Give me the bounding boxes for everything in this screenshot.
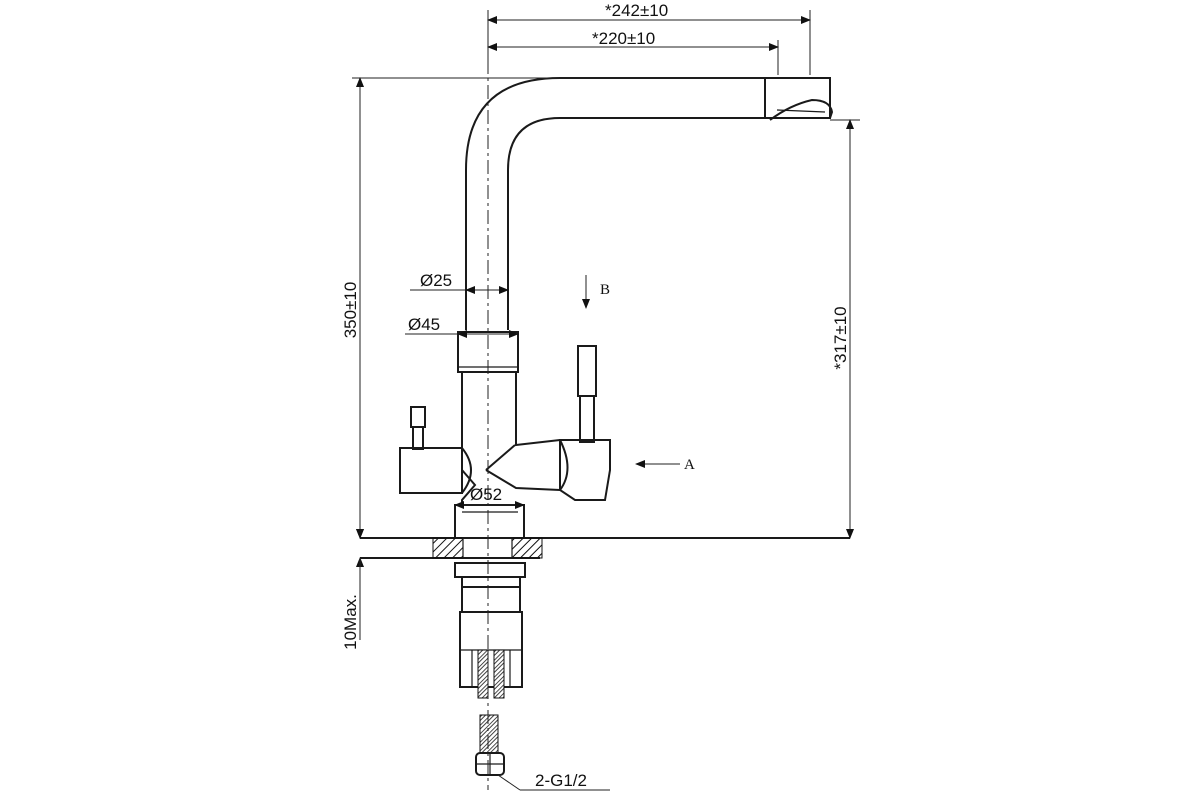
spout-height-label: *317±10 bbox=[831, 306, 850, 369]
dim-spout-height bbox=[830, 119, 860, 539]
dim-outer-reach bbox=[487, 10, 811, 75]
spout bbox=[465, 77, 834, 330]
outer-reach-label: *242±10 bbox=[605, 1, 668, 20]
supply-hoses bbox=[475, 649, 505, 776]
faucet-body bbox=[399, 331, 611, 539]
dim-total-height bbox=[352, 77, 760, 539]
base-dia-label: Ø52 bbox=[470, 485, 502, 504]
view-arrows bbox=[582, 275, 680, 468]
connection-leader bbox=[497, 774, 610, 791]
view-b-label: B bbox=[600, 282, 610, 298]
inner-reach-label: *220±10 bbox=[592, 29, 655, 48]
body-dia-label: Ø45 bbox=[408, 315, 440, 334]
deck-thickness-label: 10Max. bbox=[341, 594, 360, 650]
view-a-label: A bbox=[684, 457, 695, 473]
dim-inner-reach bbox=[487, 40, 779, 75]
total-height-label: 350±10 bbox=[341, 282, 360, 339]
connection-label: 2-G1/2 bbox=[535, 771, 587, 790]
deck-and-mount bbox=[360, 537, 850, 688]
tube-dia-label: Ø25 bbox=[420, 271, 452, 290]
